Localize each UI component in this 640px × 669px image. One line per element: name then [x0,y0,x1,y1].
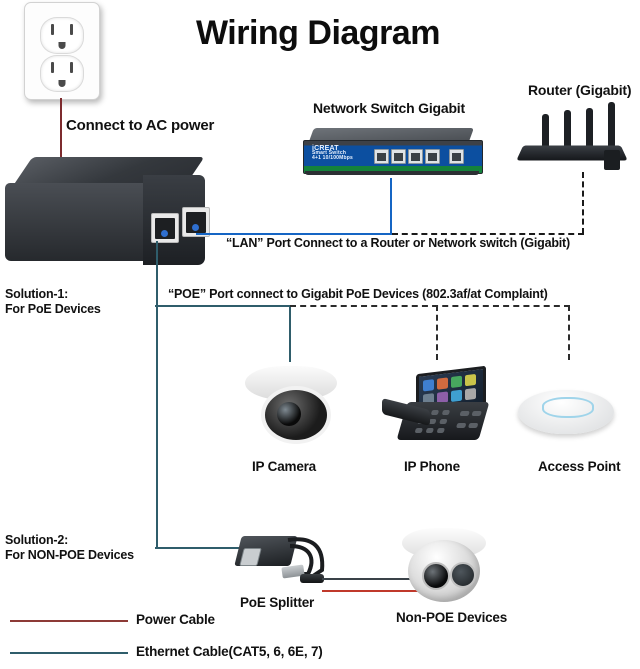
ip-camera-label: IP Camera [252,459,316,474]
router-antenna [542,114,549,150]
lan-bus-solid [196,233,392,235]
ip-phone-device [382,365,490,448]
ethernet-to-nonpoe-camera [322,578,418,580]
power-cable-ac [60,98,62,164]
poe-splitter-label: PoE Splitter [240,595,315,610]
page-title: Wiring Diagram [196,14,440,52]
poe-drop-ipcamera [289,305,291,362]
poe-note-label: “POE” Port connect to Gigabit PoE Device… [168,287,548,301]
splitter-pigtails-icon [287,537,325,580]
solution-1-label: Solution-1: For PoE Devices [5,287,101,316]
access-point-label: Access Point [538,459,621,474]
non-poe-devices-label: Non-POE Devices [396,610,508,625]
ip-phone-label: IP Phone [404,459,460,474]
router-antenna [564,110,571,150]
switch-port [408,149,423,164]
poe-riser-solution2 [156,307,158,548]
router-label: Router (Gigabit) [528,82,632,98]
legend-ethernet-swatch [10,652,128,654]
solution2-bus [155,547,245,549]
poe-injector-device [5,157,210,269]
non-poe-camera-device [398,528,490,606]
router-device [516,100,630,170]
switch-port [425,149,440,164]
lan-note-label: “LAN” Port Connect to a Router or Networ… [226,236,570,250]
network-switch-label: Network Switch Gigabit [313,100,465,116]
router-antenna [586,108,593,150]
switch-port-uplink [449,149,464,164]
wall-outlet-icon [24,2,100,100]
outlet-socket-bottom [40,55,84,92]
ip-camera-device [245,360,337,444]
connect-ac-label: Connect to AC power [66,117,215,134]
poe-bus-solid [155,305,290,307]
switch-port [374,149,389,164]
switch-port [391,149,406,164]
switch-brand-text: iCREAT Smart Switch 4+1 10/100Mbps [312,145,354,161]
router-antenna [608,102,615,150]
poe-splitter-device [234,530,358,592]
legend-power-label: Power Cable [136,612,215,627]
poe-riser [156,241,158,307]
poe-bus-dashed [290,305,570,307]
poe-drop-accesspoint [568,305,570,360]
injector-lan-port [182,207,210,237]
network-switch-device: iCREAT Smart Switch 4+1 10/100Mbps [303,128,483,178]
lan-drop-router [582,172,584,234]
outlet-socket-top [40,17,84,54]
legend-power-swatch [10,620,128,622]
lan-drop-switch [390,178,392,234]
legend-ethernet-label: Ethernet Cable(CAT5, 6, 6E, 7) [136,644,323,659]
power-cable-to-nonpoe-camera [322,590,418,592]
poe-drop-ipphone [436,305,438,360]
lan-bus-dashed [392,233,584,235]
injector-poe-port [151,213,179,243]
access-point-device [518,390,614,436]
solution-2-label: Solution-2: For NON-POE Devices [5,533,134,562]
